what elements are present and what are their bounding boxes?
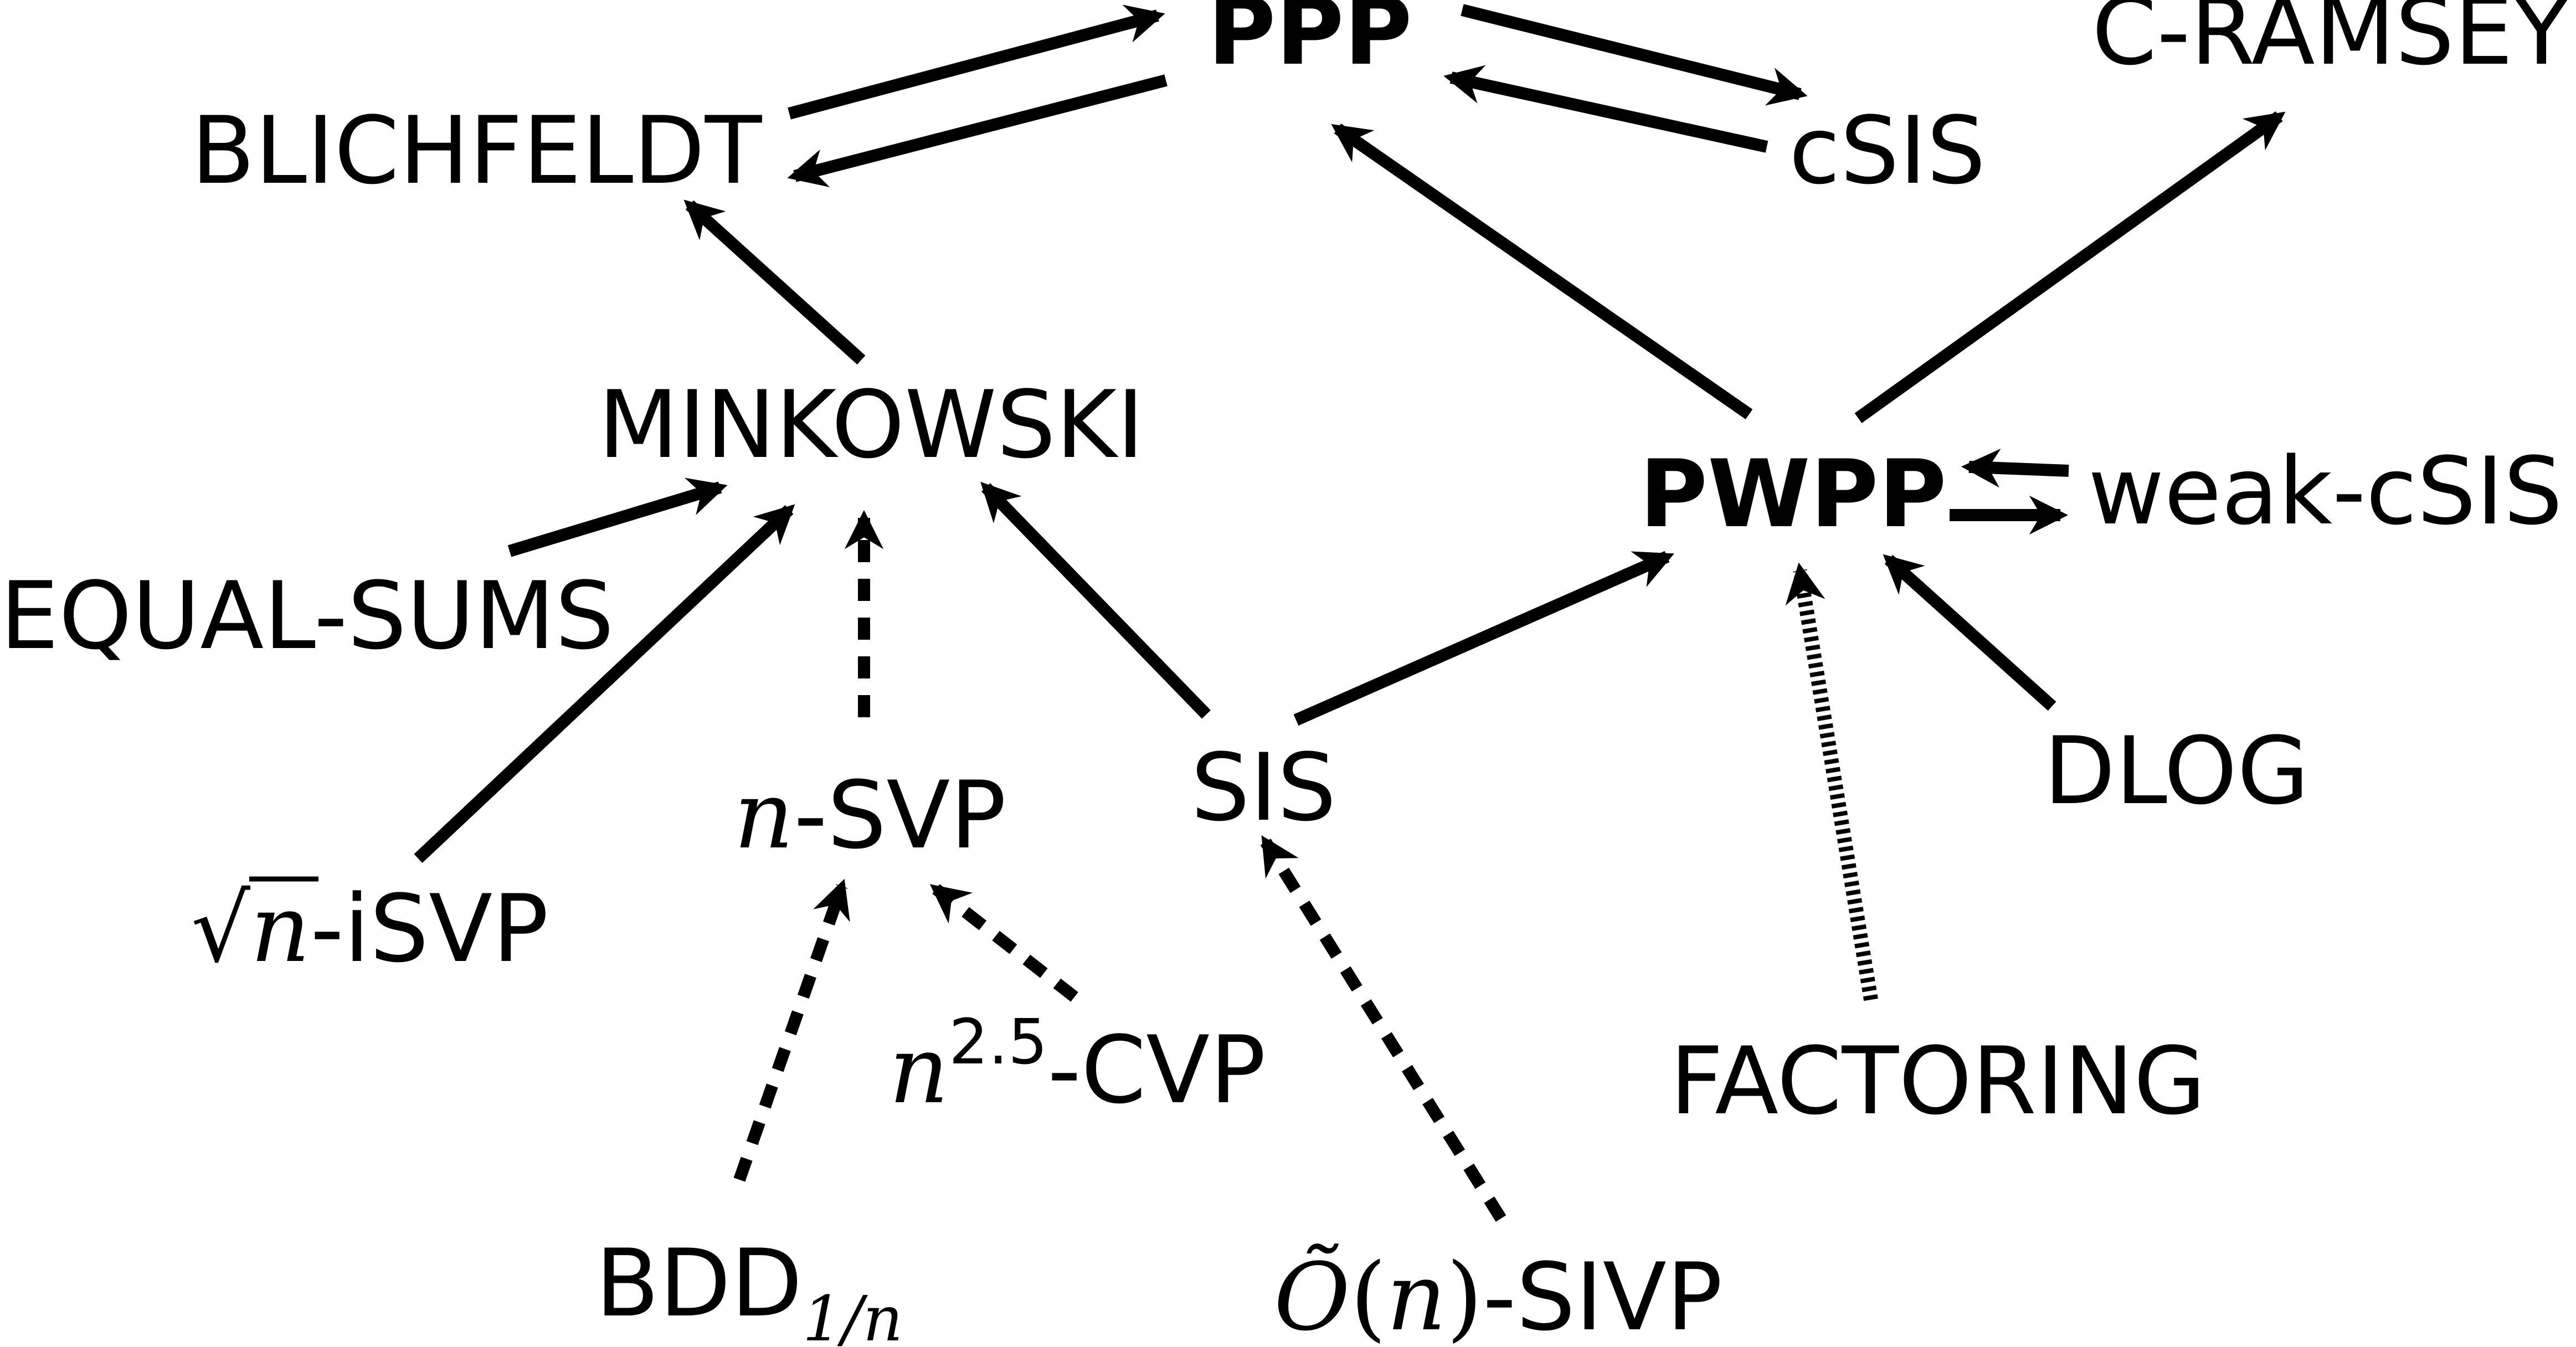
- node-sqrt-n-isvp: √n-iSVP: [191, 875, 548, 983]
- n25-cvp-rest: -CVP: [1047, 1016, 1266, 1124]
- bdd-main: BDD: [595, 1229, 803, 1338]
- edge-minkowski-to-blichfeldt: [683, 199, 866, 365]
- n25-cvp-variable: n: [889, 1016, 949, 1124]
- node-c-ramsey: C-RAMSEY: [2092, 0, 2570, 86]
- edge-sqrt-n-isvp-to-minkowski: [414, 504, 795, 863]
- node-o-n-sivp: Õ(n)-SIVP: [1274, 1243, 1723, 1347]
- o-n-sivp-variable: n: [1386, 1243, 1446, 1347]
- node-csis: cSIS: [1789, 96, 1986, 205]
- edge-n25-cvp-to-n-svp: [929, 884, 1078, 1002]
- n-svp-rest: -SVP: [794, 761, 1006, 870]
- edge-pwpp-to-ppp: [1331, 123, 1753, 420]
- sqrt-n-isvp-variable: n: [250, 875, 310, 983]
- node-factoring: FACTORING: [1670, 1027, 2205, 1135]
- edge-sis-to-minkowski: [980, 481, 1211, 719]
- node-n-svp: n-SVP: [734, 761, 1006, 870]
- edge-ppp-to-blichfeldt: [787, 74, 1168, 188]
- edge-bdd-to-n-svp: [733, 878, 850, 1182]
- bdd-subscript: 1/n: [803, 1283, 903, 1347]
- edge-blichfeldt-to-ppp: [788, 4, 1165, 120]
- node-blichfeldt: BLICHFELDT: [191, 96, 763, 205]
- n-svp-variable: n: [734, 761, 794, 870]
- sqrt-symbol: √: [191, 875, 251, 983]
- o-n-sivp-close-paren: ): [1446, 1243, 1483, 1347]
- node-sis: SIS: [1191, 733, 1336, 842]
- node-ppp: PPP: [1207, 0, 1412, 86]
- o-n-sivp-open-paren: (: [1350, 1243, 1387, 1347]
- node-weak-csis: weak-cSIS: [2088, 437, 2563, 546]
- edge-o-n-sivp-to-sis: [1260, 835, 1506, 1222]
- o-n-sivp-rest: -SIVP: [1483, 1243, 1723, 1347]
- node-dlog: DLOG: [2044, 717, 2309, 825]
- edge-ppp-to-csis: [1461, 4, 1808, 106]
- edge-dlog-to-pwpp: [1883, 554, 2056, 711]
- node-minkowski: MINKOWSKI: [598, 371, 1144, 479]
- node-pwpp: PWPP: [1639, 440, 1947, 548]
- edge-csis-to-ppp: [1443, 65, 1768, 153]
- sqrt-n-isvp-rest: -iSVP: [310, 875, 548, 983]
- node-bdd: BDD1/n: [595, 1229, 903, 1347]
- edge-pwpp-to-c-ramsey: [1854, 111, 2286, 423]
- edge-sis-to-pwpp: [1293, 551, 1674, 726]
- node-equal-sums: EQUAL-SUMS: [0, 562, 614, 670]
- edge-equal-sums-to-minkowski: [507, 477, 728, 557]
- node-n25-cvp: n2.5-CVP: [889, 1006, 1266, 1124]
- edge-factoring-to-pwpp: [1785, 562, 1878, 1001]
- edge-weak-csis-to-pwpp: [1961, 449, 2069, 488]
- o-tilde: Õ: [1274, 1243, 1350, 1347]
- n25-cvp-exponent: 2.5: [949, 1006, 1047, 1078]
